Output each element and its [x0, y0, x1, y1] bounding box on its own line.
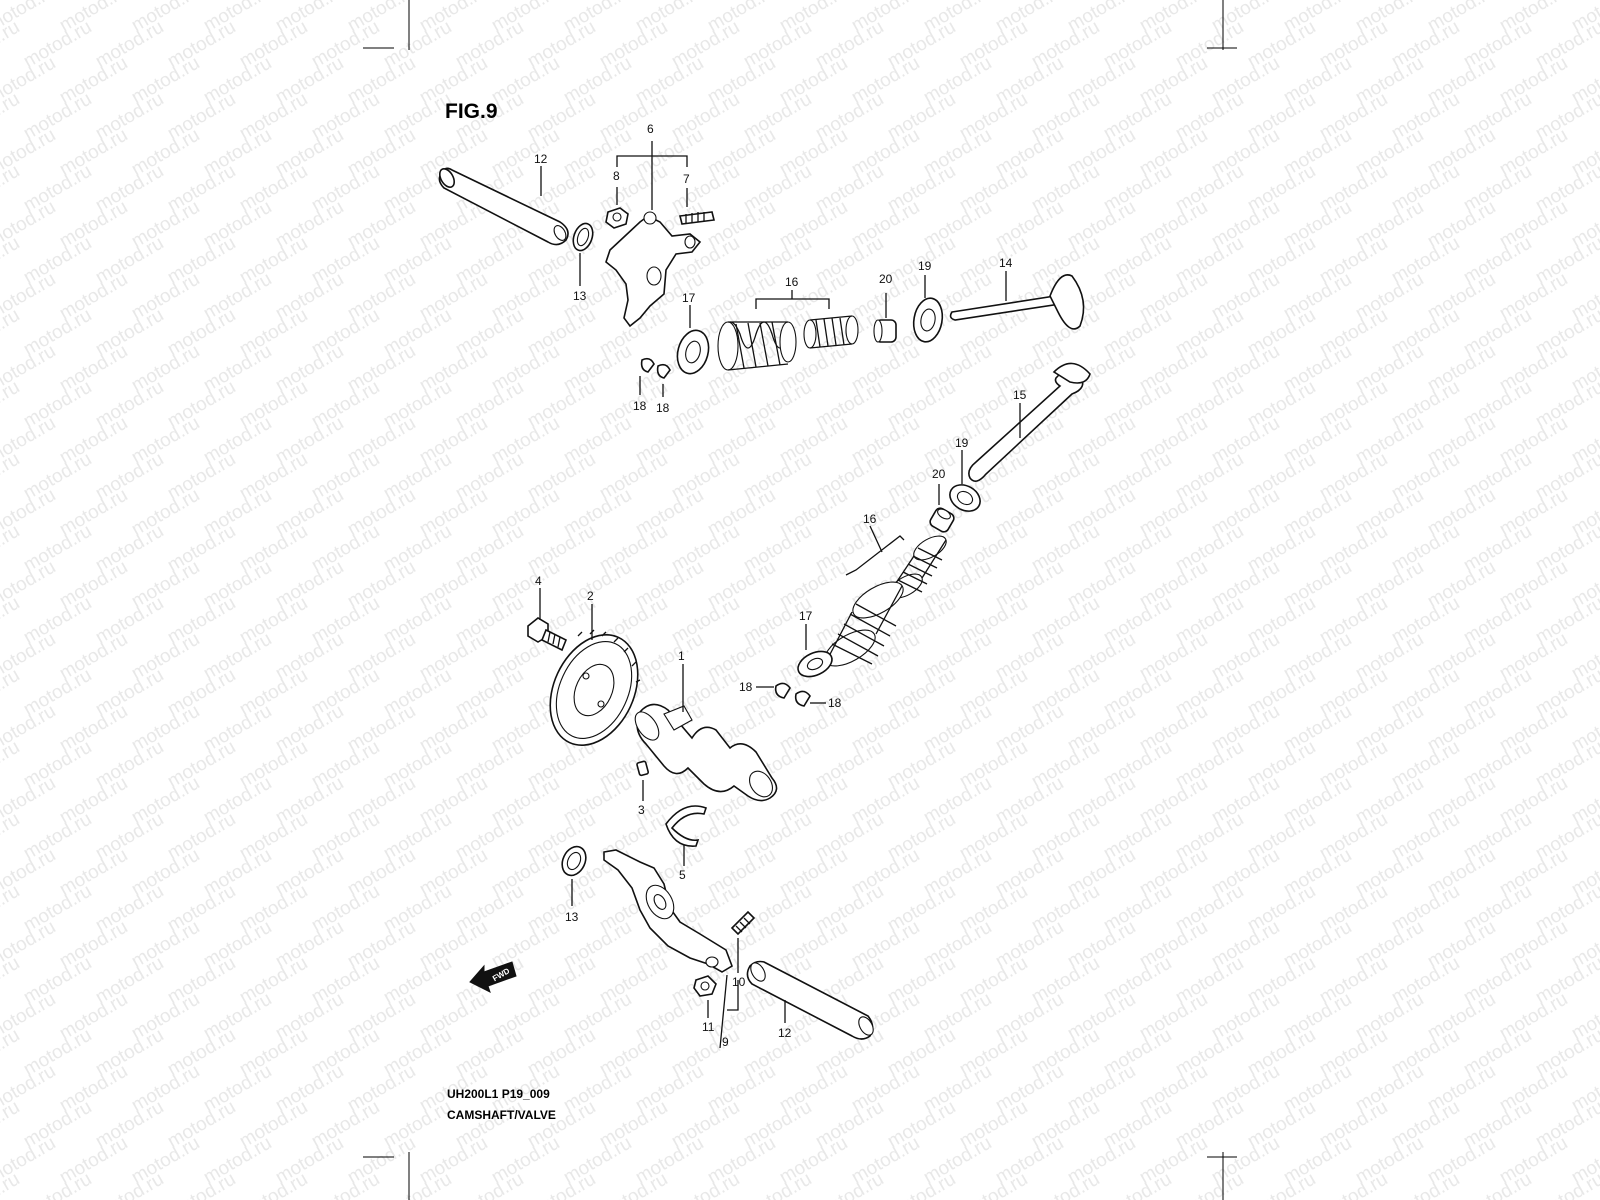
- callout-18-upper-a: 18: [633, 399, 647, 413]
- nut-8-upper: [605, 207, 629, 229]
- watermark-text: motod.ru: [0, 1025, 23, 1081]
- figure-caption: CAMSHAFT/VALVE: [447, 1108, 556, 1122]
- callout-18-lower-a: 18: [739, 680, 753, 694]
- callout-15: 15: [1013, 388, 1027, 402]
- callout-20-upper: 20: [879, 272, 893, 286]
- callout-18-upper-b: 18: [656, 401, 670, 415]
- callout-16-lower: 16: [863, 512, 877, 526]
- callout-17-lower: 17: [799, 609, 813, 623]
- watermark-text: motod.ru: [0, 809, 23, 865]
- callout-6: 6: [647, 122, 654, 136]
- figure-code: UH200L1 P19_009: [447, 1087, 550, 1101]
- watermark-text: motod.ru: [0, 377, 23, 433]
- callout-2: 2: [587, 589, 594, 603]
- watermark-text: motod.ru: [0, 737, 23, 793]
- watermark-text: motod.ru: [1532, 1169, 1600, 1200]
- valve-stem-seal-20-upper: [873, 319, 897, 343]
- watermark-text: motod.ru: [0, 305, 23, 361]
- callout-8: 8: [613, 169, 620, 183]
- figure-title: FIG.9: [445, 100, 498, 123]
- watermark-text: motod.ru: [0, 89, 23, 145]
- callout-12-lower: 12: [778, 1026, 792, 1040]
- callout-3: 3: [638, 803, 645, 817]
- watermark-text: motod.ru: [0, 17, 23, 73]
- callout-1: 1: [678, 649, 685, 663]
- watermark-text: motod.ru: [0, 233, 23, 289]
- watermark-text: motod.ru: [0, 521, 23, 577]
- callout-5: 5: [679, 868, 686, 882]
- watermark-text: motod.ru: [0, 593, 23, 649]
- callout-20-lower: 20: [932, 467, 946, 481]
- watermark-text: motod.ru: [0, 449, 23, 505]
- watermark-text: motod.ru: [0, 881, 23, 937]
- watermark-text: motod.ru: [0, 953, 23, 1009]
- callout-13-lower: 13: [565, 910, 579, 924]
- callout-19-upper: 19: [918, 259, 932, 273]
- callout-14: 14: [999, 256, 1013, 270]
- callout-4: 4: [535, 574, 542, 588]
- callout-10: 10: [732, 975, 746, 989]
- callout-19-lower: 19: [955, 436, 969, 450]
- watermark-text: motod.ru: [0, 1097, 23, 1153]
- callout-9: 9: [722, 1035, 729, 1049]
- callout-11: 11: [702, 1020, 715, 1034]
- callout-12-upper: 12: [534, 152, 548, 166]
- callout-17-upper: 17: [682, 291, 696, 305]
- callout-7: 7: [683, 172, 690, 186]
- callout-18-lower-b: 18: [828, 696, 842, 710]
- watermark-text: motod.ru: [0, 161, 23, 217]
- callout-16-upper: 16: [785, 275, 799, 289]
- watermark-text: motod.ru: [0, 665, 23, 721]
- callout-13-upper: 13: [573, 289, 587, 303]
- cotter-18-lower-b: [794, 690, 811, 707]
